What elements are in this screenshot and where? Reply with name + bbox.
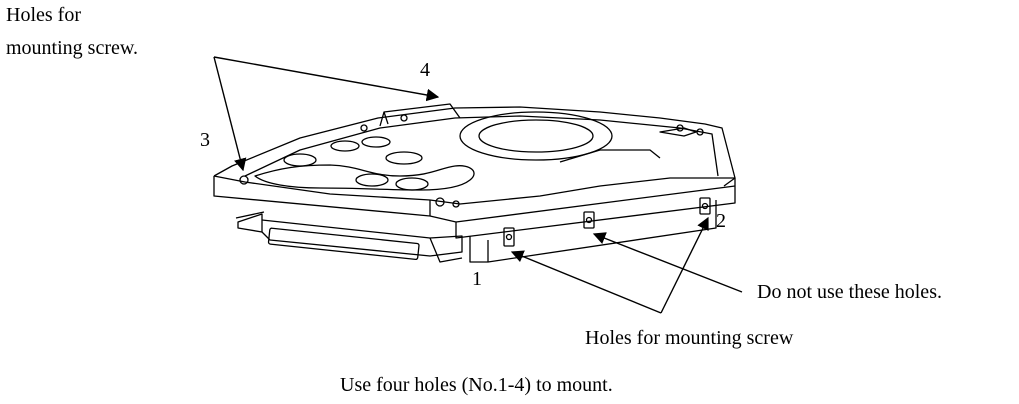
- hole-3-label: 3: [200, 129, 210, 151]
- leader-arrows: [213, 56, 743, 314]
- hole-2-label: 2: [716, 210, 726, 232]
- arrow-to-hole-1: [510, 250, 662, 314]
- arrow-to-hole-4: [213, 56, 440, 102]
- do-not-use-label: Do not use these holes.: [757, 281, 942, 303]
- arrow-to-unused-holes: [592, 232, 743, 293]
- hole-1-label: 1: [472, 268, 482, 290]
- top-holes-label-line2: mounting screw.: [6, 37, 139, 59]
- top-holes-label-line1: Holes for: [6, 4, 81, 26]
- arrow-to-hole-2: [660, 216, 709, 314]
- drive-body: [213, 103, 736, 263]
- hole-4-label: 4: [420, 59, 430, 81]
- arrow-to-hole-3: [213, 56, 247, 172]
- caption: Use four holes (No.1-4) to mount.: [340, 374, 613, 396]
- bottom-holes-label: Holes for mounting screw: [585, 327, 794, 349]
